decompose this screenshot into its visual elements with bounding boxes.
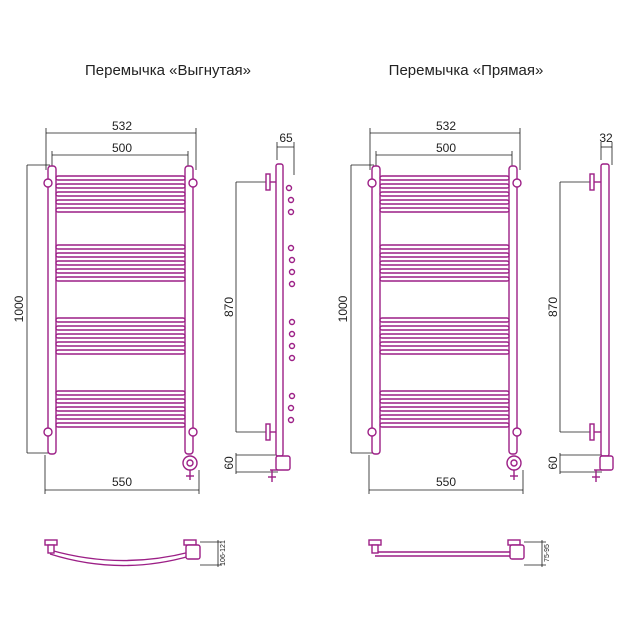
- top-view-curved: 106-121: [44, 539, 227, 567]
- side-view-curved: 65 870 60: [222, 131, 296, 482]
- dim-106-121: 106-121: [220, 540, 227, 566]
- front-view-straight: 532 500 1000 550: [336, 119, 524, 494]
- title-straight: Перемычка «Прямая»: [389, 62, 544, 79]
- front-view-curved: 532 500 1000 550: [12, 119, 200, 494]
- dim-532-right: 532: [436, 119, 456, 133]
- title-curved: Перемычка «Выгнутая»: [85, 62, 251, 79]
- dim-532-left: 532: [112, 119, 132, 133]
- dim-550-left: 550: [112, 475, 132, 489]
- dim-1000-left: 1000: [12, 295, 26, 322]
- dim-500-left: 500: [112, 141, 132, 155]
- side-view-straight: 32 870 60: [546, 131, 614, 482]
- dim-65: 65: [279, 131, 293, 145]
- dim-75-95: 75-95: [544, 544, 551, 562]
- dim-500-right: 500: [436, 141, 456, 155]
- dim-870-right: 870: [546, 297, 560, 317]
- dim-1000-right: 1000: [336, 295, 350, 322]
- dim-60-right: 60: [546, 456, 560, 470]
- dim-870-left: 870: [222, 297, 236, 317]
- dim-32: 32: [599, 131, 613, 145]
- top-view-straight: 75-95: [368, 539, 551, 567]
- dim-550-right: 550: [436, 475, 456, 489]
- dim-60-left: 60: [222, 456, 236, 470]
